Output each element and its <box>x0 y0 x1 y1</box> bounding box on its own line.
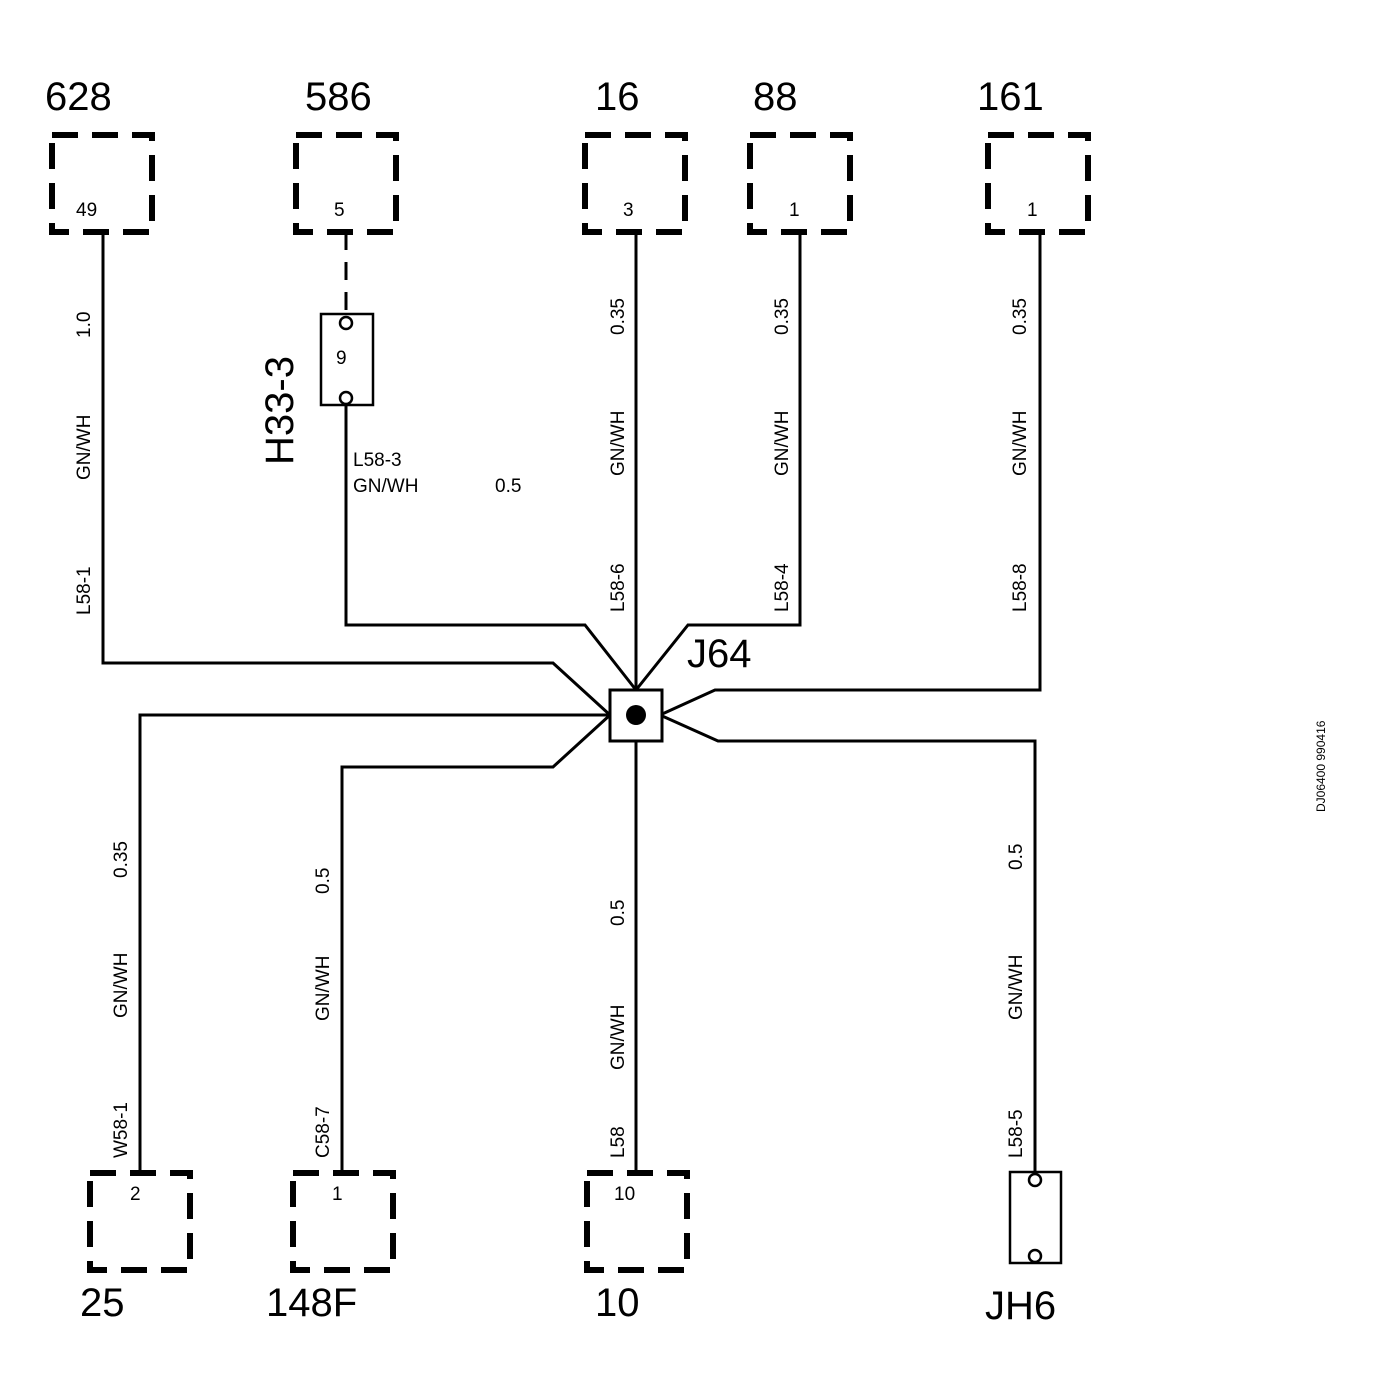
wire-label-586: L58-3 GN/WH 0.5 <box>353 450 521 497</box>
component-label: 628 <box>45 75 112 119</box>
connector-box <box>584 1170 690 1273</box>
wire-l58-4 <box>634 232 802 691</box>
component-88[interactable]: 88 1 <box>747 75 853 235</box>
pin-label: 1 <box>332 1184 343 1205</box>
pin-label: 1 <box>1027 200 1038 221</box>
wire-size: 1.0 <box>74 312 95 338</box>
wire-label-161: 0.35 GN/WH L58-8 <box>1010 298 1031 612</box>
component-label: JH6 <box>985 1284 1056 1328</box>
wire-id: L58-8 <box>1010 563 1031 612</box>
wire-label-16: 0.35 GN/WH L58-6 <box>608 298 629 612</box>
pin-label: 1 <box>789 200 800 221</box>
wire-color: GN/WH <box>111 953 132 1018</box>
wire-id: L58-6 <box>608 563 629 612</box>
connector-box <box>290 1170 396 1273</box>
pin-label: 9 <box>336 348 347 369</box>
wires <box>101 232 1042 1175</box>
connector-box <box>87 1170 193 1273</box>
pin-label: 10 <box>614 1184 635 1205</box>
wire-l58-5 <box>659 713 1037 1175</box>
splice-j64[interactable]: J64 <box>608 632 752 743</box>
component-586[interactable]: 586 5 <box>293 75 399 235</box>
wire-label-148f: 0.5 GN/WH C58-7 <box>313 868 334 1158</box>
wire-size: 0.5 <box>608 900 629 926</box>
pin-circle-top <box>338 315 354 331</box>
wire-color: GN/WH <box>313 956 334 1021</box>
wire-label-628: 1.0 GN/WH L58-1 <box>74 312 95 615</box>
wire-id: L58-1 <box>74 566 95 615</box>
pin-circle-bottom <box>1027 1248 1043 1264</box>
wire-label-jh6: 0.5 GN/WH L58-5 <box>1006 844 1027 1158</box>
component-label: 25 <box>80 1281 125 1325</box>
connector-box <box>293 132 399 235</box>
wire-id: L58-5 <box>1006 1109 1027 1158</box>
wire-label-25: 0.35 GN/WH W58-1 <box>111 841 132 1158</box>
pin-label: 49 <box>76 200 97 221</box>
component-label: 586 <box>305 75 372 119</box>
wire-c58-7 <box>340 713 612 1175</box>
component-label: H33-3 <box>258 356 302 465</box>
wire-size: 0.35 <box>608 298 629 335</box>
wire-w58-1 <box>138 713 610 1175</box>
wire-size: 0.35 <box>111 841 132 878</box>
wire-size: 0.5 <box>1006 844 1027 870</box>
pin-label: 2 <box>130 1184 141 1205</box>
component-628[interactable]: 628 49 <box>45 75 155 235</box>
wire-label-88: 0.35 GN/WH L58-4 <box>772 298 793 612</box>
wire-size: 0.35 <box>1010 298 1031 335</box>
wire-l58-1 <box>101 232 612 717</box>
splice-label: J64 <box>687 632 752 676</box>
splice-dot <box>626 705 646 725</box>
wire-color: GN/WH <box>772 411 793 476</box>
connector-box <box>985 132 1091 235</box>
wire-id: C58-7 <box>313 1106 334 1158</box>
pin-label: 3 <box>623 200 634 221</box>
component-161[interactable]: 161 1 <box>977 75 1091 235</box>
pin-circle-top <box>1027 1172 1043 1188</box>
wire-size: 0.5 <box>313 868 334 894</box>
connector-box <box>49 132 155 235</box>
component-label: 161 <box>977 75 1044 119</box>
component-10[interactable]: 10 10 <box>584 1170 690 1325</box>
wire-size: 0.35 <box>772 298 793 335</box>
wire-id: L58 <box>608 1126 629 1158</box>
component-jh6[interactable]: JH6 <box>985 1170 1063 1328</box>
component-label: 148F <box>266 1281 357 1325</box>
document-id: DJ06400 990416 <box>1314 720 1328 812</box>
component-label: 10 <box>595 1281 640 1325</box>
wire-l58-3 <box>344 400 638 691</box>
connector-box <box>747 132 853 235</box>
wire-color: GN/WH <box>74 415 95 480</box>
wire-color: GN/WH <box>608 1005 629 1070</box>
wire-l58-8 <box>659 232 1042 717</box>
wire-color: GN/WH <box>353 476 418 497</box>
wire-id: L58-4 <box>772 563 793 612</box>
component-25[interactable]: 2 25 <box>80 1170 193 1325</box>
inline-connector-h33-3[interactable]: 9 H33-3 <box>258 312 375 465</box>
pin-circle-bottom <box>338 390 354 406</box>
component-label: 16 <box>595 75 640 119</box>
wire-color: GN/WH <box>1010 411 1031 476</box>
component-16[interactable]: 16 3 <box>582 75 688 235</box>
wire-size: 0.5 <box>495 476 521 497</box>
wire-id: W58-1 <box>111 1102 132 1158</box>
connector-box <box>582 132 688 235</box>
wire-color: GN/WH <box>1006 955 1027 1020</box>
wire-color: GN/WH <box>608 411 629 476</box>
component-label: 88 <box>753 75 798 119</box>
pin-label: 5 <box>334 200 345 221</box>
wire-id: L58-3 <box>353 450 402 471</box>
component-148f[interactable]: 1 148F <box>266 1170 396 1325</box>
wire-label-10: 0.5 GN/WH L58 <box>608 900 629 1158</box>
